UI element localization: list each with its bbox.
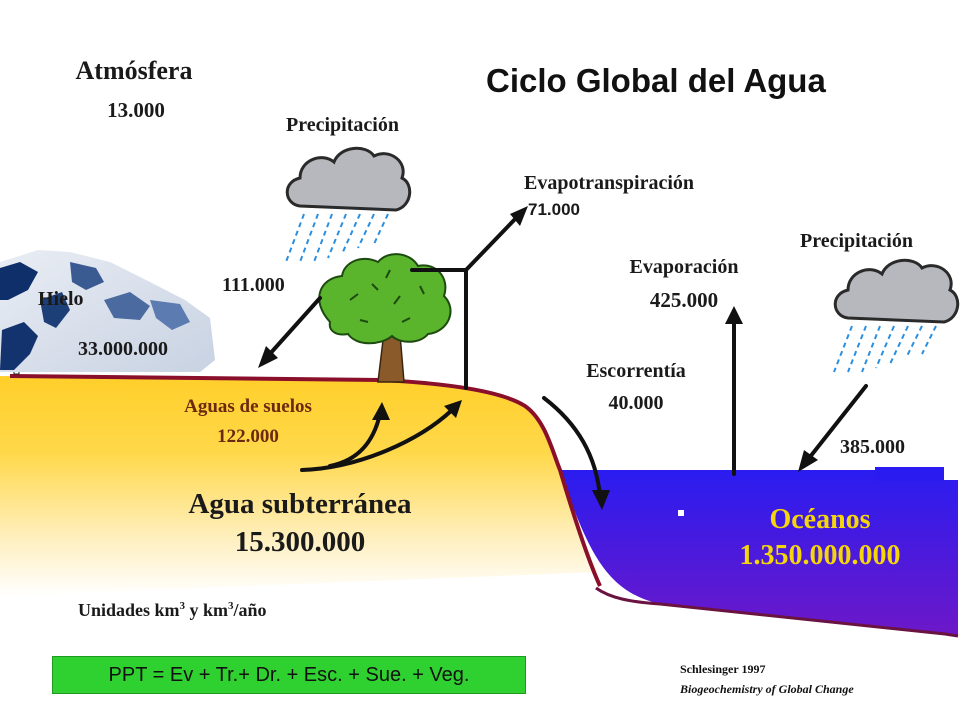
land — [0, 367, 602, 596]
groundwater-to-roots-arrow — [300, 400, 462, 472]
precipitation-ocean-label: Precipitación — [800, 230, 913, 252]
source-book: Biogeochemistry of Global Change — [680, 682, 854, 696]
evapotranspiration-value: 71.000 — [528, 200, 580, 219]
equation-box: PPT = Ev + Tr.+ Dr. + Esc. + Sue. + Veg. — [52, 656, 526, 694]
atmosphere-label: Atmósfera — [75, 56, 193, 85]
runoff-value: 40.000 — [608, 392, 664, 414]
tree-icon — [318, 253, 452, 383]
runoff-arrow — [542, 396, 610, 510]
precipitation-ocean-arrow — [798, 384, 868, 472]
units-mid: y km — [185, 600, 229, 620]
groundwater-value: 15.300.000 — [234, 526, 366, 558]
units-suffix: /año — [233, 600, 267, 620]
precipitation-ocean-value: 385.000 — [840, 436, 905, 458]
ice-label: Hielo — [38, 288, 84, 310]
source-author: Schlesinger 1997 — [680, 662, 766, 676]
ocean — [560, 467, 959, 638]
precipitation-land-label: Precipitación — [286, 114, 399, 136]
runoff-label: Escorrentía — [586, 360, 686, 382]
evaporation-value: 425.000 — [649, 288, 719, 312]
evaporation-label: Evaporación — [629, 256, 739, 278]
rain-cloud-icon — [833, 258, 960, 373]
units-exponent-1: 3 — [179, 600, 186, 612]
rain-cloud-icon — [285, 146, 412, 263]
evaporation-arrow — [725, 306, 743, 476]
evapotranspiration-arrow — [410, 206, 528, 390]
ice-mountain — [0, 250, 215, 372]
precipitation-land-arrow — [258, 296, 322, 368]
oceans-label: Océanos — [769, 504, 871, 535]
atmosphere-value: 13.000 — [107, 98, 165, 122]
units-exponent-2: 3 — [228, 600, 234, 612]
soil-water-value: 122.000 — [217, 426, 279, 447]
units-prefix: Unidades km — [78, 600, 180, 620]
diagram-title: Ciclo Global del Agua — [486, 62, 826, 99]
groundwater-label: Agua subterránea — [188, 488, 412, 520]
oceans-value: 1.350.000.000 — [739, 540, 901, 571]
units-note: Unidades km3 y km3/año — [78, 600, 267, 621]
precipitation-land-value: 111.000 — [222, 274, 285, 296]
soil-water-label: Aguas de suelos — [184, 396, 312, 417]
ice-value: 33.000.000 — [78, 338, 168, 360]
evapotranspiration-label: Evapotranspiración — [524, 172, 695, 194]
